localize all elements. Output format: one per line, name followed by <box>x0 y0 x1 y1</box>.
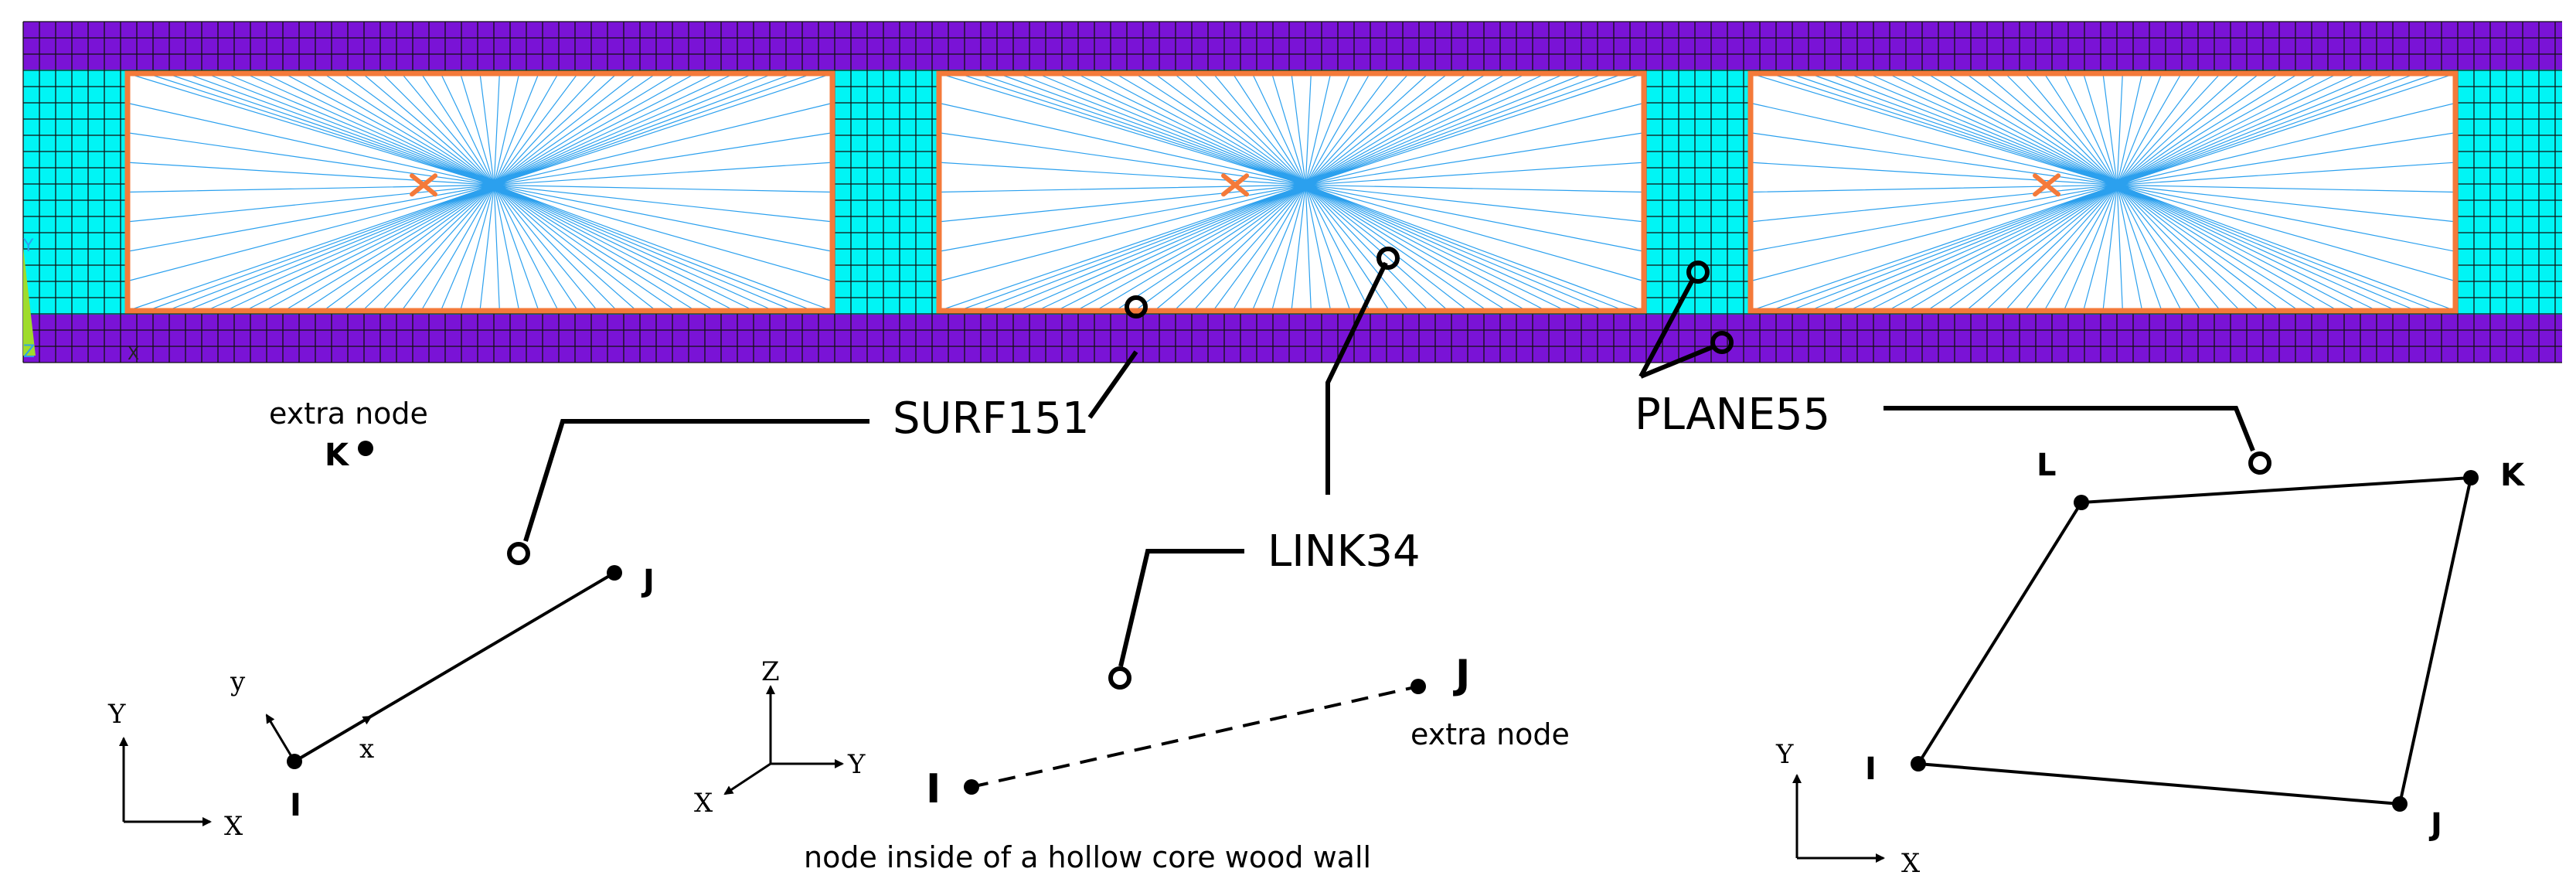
cavity-1 <box>124 70 835 314</box>
link34-leader-element <box>1118 549 1244 667</box>
link34-axis-z-label: Z <box>761 656 780 687</box>
surf151-global-y-label: Y <box>107 699 126 730</box>
link34-callout-label: LINK34 <box>1268 526 1421 577</box>
link34-caption: node inside of a hollow core wood wall <box>804 840 1371 874</box>
cavity-2 <box>936 70 1647 314</box>
link34-element-dashed-line <box>971 685 1419 789</box>
surf151-node-k <box>358 441 373 456</box>
mesh-bottom-purple-band <box>23 315 2562 363</box>
link34-extra-node-label: extra node <box>1411 717 1570 751</box>
plane55-node-l <box>2074 495 2089 510</box>
plane55-axis-y-label: Y <box>1775 739 1794 770</box>
link34-node-i <box>964 779 979 795</box>
surf151-node-j-label: J <box>641 564 655 599</box>
surf151-local-y-arrow <box>265 714 296 762</box>
plane55-node-i <box>1911 756 1926 771</box>
cavity-extra-node-marker <box>410 173 438 197</box>
plane55-axis-x-label: X <box>1901 848 1921 879</box>
surf151-callout-marker-element <box>507 542 530 565</box>
cavity-fan-lines <box>1750 73 2456 312</box>
plane55-node-i-label: I <box>1865 751 1877 787</box>
link34-leader-mesh <box>1325 261 1388 495</box>
link34-element-sketch: I J extra node node inside of a hollow c… <box>694 652 1570 874</box>
mesh-corner-y-label: Y <box>22 237 34 256</box>
link34-axis-x-label: X <box>694 788 713 819</box>
surf151-node-k-label: K <box>325 438 350 473</box>
plane55-callout-marker-element <box>2248 451 2271 475</box>
surf151-leader-element <box>523 419 869 542</box>
link34-callout-marker-mesh <box>1376 247 1400 270</box>
link34-axis-x-arrow <box>723 762 771 795</box>
fe-mesh-strip: Y Z X <box>22 21 2562 364</box>
link34-node-j-label: J <box>1453 652 1470 698</box>
surf151-node-i-label: I <box>290 788 301 823</box>
link34-callout-marker-element <box>1108 666 1131 690</box>
link34-axis-y-label: Y <box>847 749 866 780</box>
plane55-callout-marker-cyan <box>1686 261 1710 284</box>
mesh-cavities <box>124 70 2459 314</box>
mesh-corner-z-label: Z <box>23 342 35 362</box>
plane55-callout-marker-purple <box>1710 331 1734 354</box>
cavity-border <box>936 70 1647 314</box>
plane55-node-j <box>2392 796 2408 812</box>
plane55-leader-cyan <box>1638 278 1695 378</box>
plane55-node-l-label: L <box>2037 448 2057 483</box>
link34-node-j <box>1411 679 1426 694</box>
link34-node-i-label: I <box>926 766 941 812</box>
surf151-node-j <box>607 565 622 581</box>
surf151-callout-label: SURF151 <box>893 393 1090 444</box>
surf151-global-x-label: X <box>224 811 243 842</box>
plane55-quad-outline <box>1915 475 2473 806</box>
plane55-element-sketch: I J K L Y X <box>1775 448 2526 879</box>
cavity-border <box>124 70 835 314</box>
plane55-node-k <box>2463 470 2479 485</box>
surf151-callout-marker-mesh <box>1125 295 1148 318</box>
surf151-element-sketch: extra node K J I y x Y X <box>107 397 655 842</box>
plane55-leader-element <box>1884 406 2255 452</box>
cavity-3 <box>1747 70 2459 314</box>
mesh-top-purple-band <box>23 22 2562 70</box>
cavity-fan-lines <box>938 73 1645 312</box>
cavity-extra-node-marker <box>1221 173 1250 197</box>
plane55-node-k-label: K <box>2500 458 2526 493</box>
mesh-corner-x-label: X <box>128 345 139 364</box>
surf151-leader-mesh <box>1087 350 1138 419</box>
corner-green-marker <box>23 247 36 356</box>
plane55-node-j-label: J <box>2428 807 2442 843</box>
cavity-fan-lines <box>127 73 833 312</box>
cavity-border <box>1747 70 2459 314</box>
cavity-extra-node-marker <box>2033 173 2061 197</box>
surf151-local-x-label: x <box>359 734 374 765</box>
surf151-local-y-label: y <box>230 666 246 697</box>
plane55-leader-purple <box>1639 344 1716 379</box>
plane55-callout-label: PLANE55 <box>1635 390 1830 440</box>
surf151-extra-node-label: extra node <box>269 397 428 431</box>
callout-leaders <box>507 247 2271 690</box>
surf151-local-x-arrow <box>294 715 373 763</box>
